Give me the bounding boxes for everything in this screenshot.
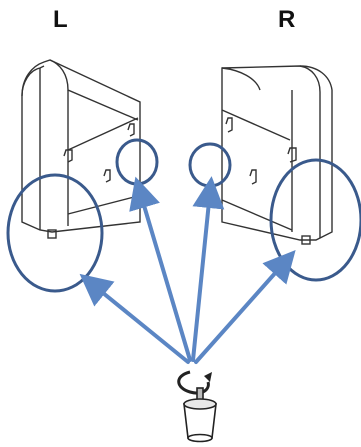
rotate-arrow-icon [177, 370, 210, 395]
right-side-label: R [278, 6, 296, 33]
right-arm-panel [221, 65, 333, 245]
arrow-to-left-outer [79, 273, 190, 364]
arrow-to-right-outer [194, 250, 296, 364]
callout-right-outer [269, 158, 361, 282]
arrow-to-right-inner [191, 176, 225, 362]
left-arm-panel [21, 59, 141, 239]
left-side-label: L [53, 6, 68, 33]
leg-icon [177, 370, 217, 443]
arrows [79, 176, 296, 364]
callout-left-outer [6, 173, 104, 293]
arrow-to-left-inner [129, 176, 192, 362]
